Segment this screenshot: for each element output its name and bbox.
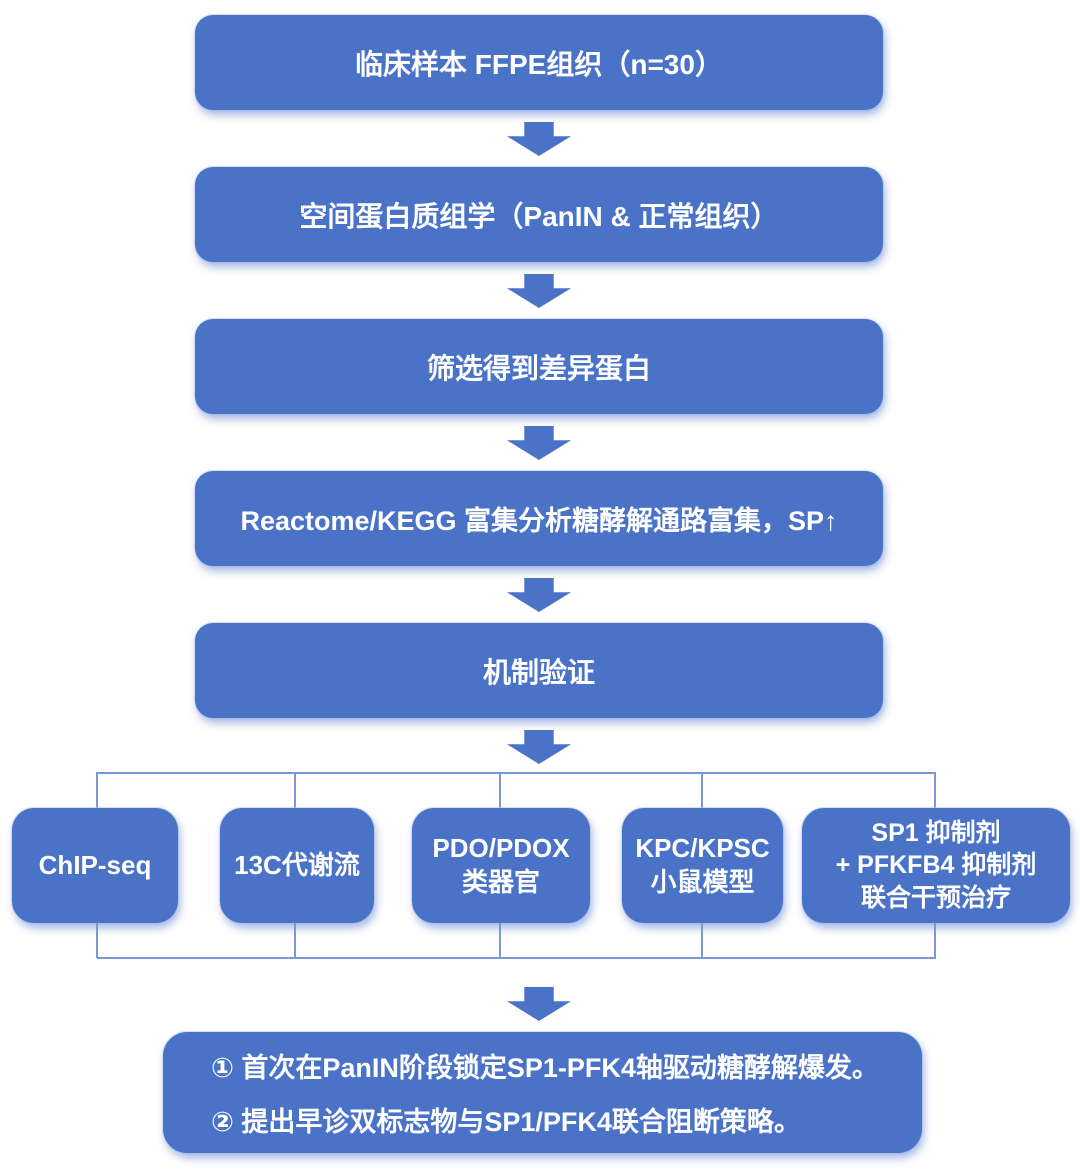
connector-drop-4 xyxy=(701,772,703,808)
arrow-down-icon xyxy=(507,274,571,308)
arrow-down-icon xyxy=(507,122,571,156)
conclusion-line-1: ① 首次在PanIN阶段锁定SP1-PFK4轴驱动糖酵解爆发。 xyxy=(211,1053,879,1083)
flow-step-spatial-proteomics: 空间蛋白质组学（PanIN & 正常组织） xyxy=(195,167,883,262)
branch-box-chip-seq-label: ChIP-seq xyxy=(38,849,152,880)
connector-drop-3 xyxy=(499,772,501,808)
branch-box-kpc-kpsc: KPC/KPSC 小鼠模型 xyxy=(622,808,783,923)
arrow-down-icon xyxy=(507,730,571,764)
branch-box-chip-seq: ChIP-seq xyxy=(12,808,178,923)
conclusion-line-2: ② 提出早诊双标志物与SP1/PFK4联合阻断策略。 xyxy=(211,1107,801,1137)
arrow-down-icon xyxy=(507,987,571,1021)
connector-riser-5 xyxy=(934,923,936,958)
flow-step-mechanism-validation: 机制验证 xyxy=(195,623,883,718)
branch-box-sp1-pfkfb4-inhibitors: SP1 抑制剂 + PFKFB4 抑制剂 联合干预治疗 xyxy=(802,808,1070,923)
arrow-down-icon xyxy=(507,426,571,460)
connector-top-rail xyxy=(97,772,936,774)
connector-riser-2 xyxy=(294,923,296,958)
flow-step-mechanism-validation-label: 机制验证 xyxy=(482,656,595,688)
branch-box-pdo-pdox: PDO/PDOX 类器官 xyxy=(412,808,590,923)
flow-step-spatial-proteomics-label: 空间蛋白质组学（PanIN & 正常组织） xyxy=(299,200,779,232)
connector-drop-5 xyxy=(934,772,936,808)
flow-step-clinical-samples: 临床样本 FFPE组织（n=30） xyxy=(195,15,883,110)
branch-box-sp1-pfkfb4-inhibitors-label: SP1 抑制剂 + PFKFB4 抑制剂 联合干预治疗 xyxy=(835,818,1037,912)
connector-bottom-rail xyxy=(97,957,936,959)
flow-step-clinical-samples-label: 临床样本 FFPE组织（n=30） xyxy=(355,48,723,80)
connector-riser-3 xyxy=(499,923,501,958)
connector-riser-4 xyxy=(701,923,703,958)
flow-step-differential-proteins-label: 筛选得到差异蛋白 xyxy=(426,352,651,384)
conclusion-box: ① 首次在PanIN阶段锁定SP1-PFK4轴驱动糖酵解爆发。 ② 提出早诊双标… xyxy=(163,1032,922,1153)
branch-box-13c-flux: 13C代谢流 xyxy=(220,808,374,923)
flow-step-enrichment-analysis: Reactome/KEGG 富集分析糖酵解通路富集，SP↑ xyxy=(195,471,883,566)
flow-step-differential-proteins: 筛选得到差异蛋白 xyxy=(195,319,883,414)
branch-box-kpc-kpsc-label: KPC/KPSC 小鼠模型 xyxy=(635,832,770,897)
arrow-down-icon xyxy=(507,578,571,612)
connector-riser-1 xyxy=(96,923,98,958)
connector-drop-1 xyxy=(96,772,98,808)
flow-step-enrichment-analysis-label: Reactome/KEGG 富集分析糖酵解通路富集，SP↑ xyxy=(240,506,838,536)
connector-drop-2 xyxy=(294,772,296,808)
branch-box-pdo-pdox-label: PDO/PDOX 类器官 xyxy=(432,832,570,897)
branch-box-13c-flux-label: 13C代谢流 xyxy=(234,849,360,880)
